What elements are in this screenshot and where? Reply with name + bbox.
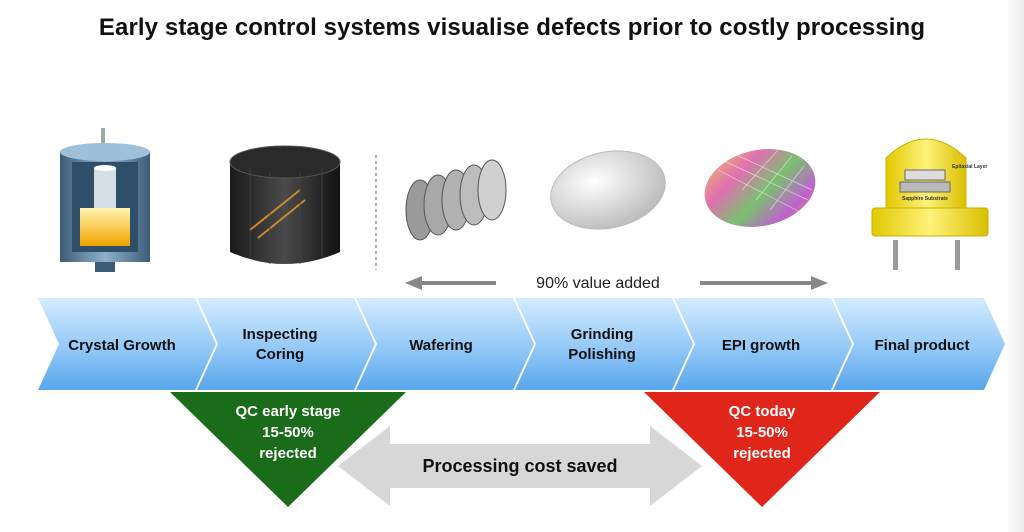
led-icon: Epitaxial Layer Sapphire Substrate [871, 138, 989, 270]
qc-early-line2: 15-50% [262, 424, 314, 441]
chevron-inspecting-coring [197, 298, 375, 390]
crystal-boule-icon [229, 145, 341, 264]
crystal-growth-furnace-icon [60, 128, 150, 272]
led-substrate-label: Sapphire Substrate [902, 196, 948, 202]
cost-saved-label: Processing cost saved [422, 456, 617, 476]
stage-label-4a: Grinding [571, 326, 634, 343]
stage-label-3: Wafering [409, 337, 473, 354]
stage-label-6: Final product [875, 337, 970, 354]
qc-today-badge: QC today 15-50% rejected [644, 392, 880, 507]
qc-today-line2: 15-50% [736, 424, 788, 441]
chevron-wafering [356, 298, 534, 390]
chevron-grinding-polishing [515, 298, 693, 390]
epi-wafer-icon [704, 149, 816, 227]
stage-label-5: EPI growth [722, 337, 800, 354]
qc-early-line1: QC early stage [235, 403, 340, 420]
stage-label-2b: Coring [256, 346, 304, 363]
qc-early-line3: rejected [259, 445, 317, 462]
stage-label-2a: Inspecting [242, 326, 317, 343]
stage-label-4b: Polishing [568, 346, 636, 363]
led-layer-label: Epitaxial Layer [952, 164, 987, 170]
cost-saved-arrow: Processing cost saved [338, 426, 702, 506]
window-edge [1008, 0, 1024, 532]
stage-label-1: Crystal Growth [68, 337, 176, 354]
chevron-crystal-growth [38, 298, 216, 390]
process-chevrons: Crystal Growth Inspecting Coring Waferin… [38, 298, 1005, 390]
polished-wafer-icon [550, 150, 666, 230]
value-added-label: 90% value added [536, 275, 660, 292]
value-added-arrow: 90% value added [405, 275, 828, 292]
qc-today-line3: rejected [733, 445, 791, 462]
chevron-epi-growth [674, 298, 852, 390]
qc-early-stage-badge: QC early stage 15-50% rejected [170, 392, 406, 507]
qc-today-line1: QC today [729, 403, 796, 420]
wafer-stack-icon [405, 159, 507, 241]
page-title: Early stage control systems visualise de… [98, 14, 926, 41]
chevron-final-product [833, 298, 1005, 390]
